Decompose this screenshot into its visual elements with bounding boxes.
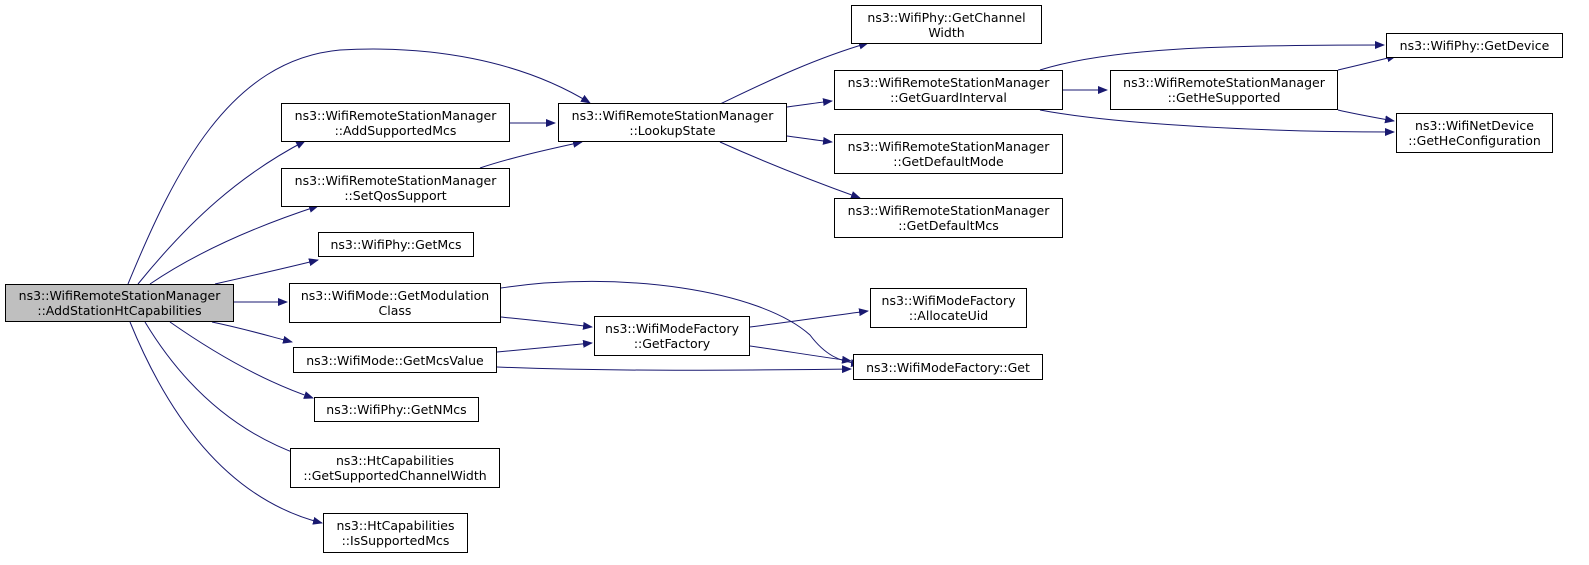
node-label-line2: ::SetQosSupport — [344, 187, 447, 203]
edge-lookupstate-getchannelwidth — [719, 41, 869, 105]
node-get-factory[interactable]: ns3::WifiModeFactory ::GetFactory — [594, 316, 750, 356]
node-get-he-configuration[interactable]: ns3::WifiNetDevice ::GetHeConfiguration — [1396, 113, 1553, 153]
node-label-line2: Width — [928, 24, 965, 40]
node-label-line2: ::AddStationHtCapabilities — [37, 303, 202, 318]
node-label-line1: ns3::WifiMode::GetModulation — [300, 288, 490, 303]
node-label-line1: ns3::WifiMode::GetMcsValue — [306, 352, 484, 368]
edge-gethesupported-getheconfiguration — [1337, 109, 1395, 124]
node-get-mcs[interactable]: ns3::WifiPhy::GetMcs — [318, 232, 474, 257]
node-label-line2: ::AllocateUid — [908, 308, 989, 323]
edge-getfactory-allocateuid — [749, 308, 869, 328]
node-label-line1: ns3::WifiRemoteStationManager — [847, 139, 1050, 154]
node-label-line1: ns3::WifiModeFactory — [881, 293, 1016, 308]
edge-getguardinterval-getheconfiguration — [1039, 109, 1395, 136]
node-label-line1: ns3::WifiRemoteStationManager — [18, 288, 221, 303]
node-label-line2: ::GetHeConfiguration — [1408, 133, 1541, 148]
node-label-line2: ::GetDefaultMcs — [898, 218, 999, 233]
node-add-station-ht-capabilities[interactable]: ns3::WifiRemoteStationManager ::AddStati… — [5, 284, 234, 322]
node-set-qos-support[interactable]: ns3::WifiRemoteStationManager ::SetQosSu… — [281, 168, 510, 207]
node-label-line2: ::GetSupportedChannelWidth — [303, 468, 487, 483]
node-label-line1: ns3::HtCapabilities — [335, 453, 455, 468]
node-label-line2: ::GetFactory — [633, 336, 711, 351]
edge-getguardinterval-getdevice — [1039, 41, 1385, 71]
edge-getmodulationclass-factoryget — [500, 280, 861, 368]
node-label-line1: ns3::WifiPhy::GetChannel — [867, 9, 1026, 25]
node-label-line2: ::LookupState — [629, 122, 716, 138]
edge-lookupstate-getdefaultmode — [786, 135, 833, 145]
edge-getmodulationclass-getfactory — [500, 316, 593, 330]
node-label-line1: ns3::WifiRemoteStationManager — [847, 75, 1050, 90]
edge-getmcsvalue-factoryget — [496, 365, 852, 374]
node-label-line1: ns3::WifiRemoteStationManager — [294, 107, 497, 123]
node-label-line1: ns3::WifiPhy::GetMcs — [330, 237, 462, 252]
node-label-line2: ::IsSupportedMcs — [341, 533, 450, 548]
node-get-he-supported[interactable]: ns3::WifiRemoteStationManager ::GetHeSup… — [1110, 70, 1338, 110]
node-label-line2: ::GetGuardInterval — [890, 90, 1007, 105]
edge-lookupstate-getdefaultmcs — [719, 141, 861, 199]
node-label-line2: ::GetDefaultMode — [893, 154, 1004, 169]
node-label-line1: ns3::WifiRemoteStationManager — [847, 203, 1050, 218]
node-get-mcs-value[interactable]: ns3::WifiMode::GetMcsValue — [293, 347, 497, 373]
node-get-default-mode[interactable]: ns3::WifiRemoteStationManager ::GetDefau… — [834, 134, 1063, 174]
edge-getfactory-factoryget — [749, 345, 852, 364]
node-get-device[interactable]: ns3::WifiPhy::GetDevice — [1386, 33, 1563, 58]
edge-root-addsupportedmcs — [137, 140, 306, 285]
node-get-modulation-class[interactable]: ns3::WifiMode::GetModulation Class — [289, 283, 501, 323]
edge-setqossupport-lookupstate — [479, 139, 583, 169]
node-add-supported-mcs[interactable]: ns3::WifiRemoteStationManager ::AddSuppo… — [281, 103, 510, 142]
edge-root-issupportedmcs — [129, 321, 323, 525]
node-get-channel-width[interactable]: ns3::WifiPhy::GetChannel Width — [851, 5, 1042, 44]
edge-lookupstate-getguardinterval — [786, 98, 833, 108]
node-label-line1: ns3::WifiPhy::GetNMcs — [326, 402, 467, 417]
node-lookup-state[interactable]: ns3::WifiRemoteStationManager ::LookupSt… — [558, 103, 787, 142]
edge-getmcsvalue-getfactory — [496, 339, 593, 353]
edge-gethesupported-getdevice — [1337, 54, 1397, 71]
node-label-line1: ns3::HtCapabilities — [336, 518, 455, 533]
node-get-guard-interval[interactable]: ns3::WifiRemoteStationManager ::GetGuard… — [834, 70, 1063, 110]
node-label-line1: ns3::WifiRemoteStationManager — [571, 107, 774, 123]
edge-root-getmcsvalue — [211, 321, 293, 344]
edge-root-lookupstate — [127, 48, 591, 285]
node-get-supported-channel-width[interactable]: ns3::HtCapabilities ::GetSupportedChanne… — [290, 448, 500, 488]
edge-root-getmcs — [214, 258, 319, 285]
node-label-line1: ns3::WifiModeFactory — [605, 321, 739, 336]
node-is-supported-mcs[interactable]: ns3::HtCapabilities ::IsSupportedMcs — [323, 513, 468, 553]
node-label-line2: Class — [378, 303, 412, 318]
node-get-nmcs[interactable]: ns3::WifiPhy::GetNMcs — [314, 397, 479, 422]
node-label-line1: ns3::WifiPhy::GetDevice — [1399, 38, 1550, 53]
edge-root-getnmcs — [169, 321, 314, 399]
node-label-line1: ns3::WifiNetDevice — [1415, 118, 1534, 133]
edge-root-getsupportedchannelwidth — [144, 321, 301, 456]
node-label-line2: ::GetHeSupported — [1167, 90, 1281, 105]
edge-root-setqossupport — [149, 205, 319, 285]
node-label-line1: ns3::WifiRemoteStationManager — [1123, 75, 1325, 90]
node-factory-get[interactable]: ns3::WifiModeFactory::Get — [853, 354, 1043, 380]
node-get-default-mcs[interactable]: ns3::WifiRemoteStationManager ::GetDefau… — [834, 198, 1063, 238]
node-label-line1: ns3::WifiModeFactory::Get — [866, 359, 1030, 375]
node-allocate-uid[interactable]: ns3::WifiModeFactory ::AllocateUid — [870, 288, 1027, 328]
node-label-line2: ::AddSupportedMcs — [334, 122, 457, 138]
node-label-line1: ns3::WifiRemoteStationManager — [294, 172, 497, 188]
